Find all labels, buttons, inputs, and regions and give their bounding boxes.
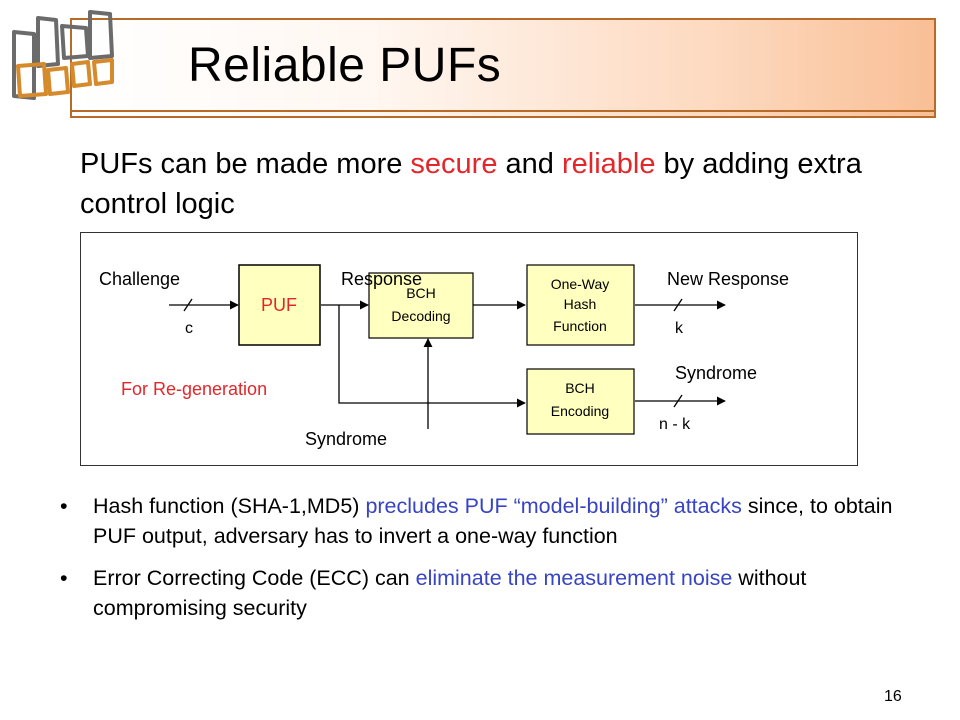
nk-label: n - k bbox=[659, 416, 691, 433]
bch-decoding-label-1: BCH bbox=[406, 285, 436, 301]
slide-title: Reliable PUFs bbox=[188, 39, 502, 92]
hash-label-3: Function bbox=[553, 318, 607, 334]
bullet-item: • Error Correcting Code (ECC) can elimin… bbox=[60, 563, 920, 623]
bch-decoding-box bbox=[368, 272, 474, 339]
bullet-text: without compromising security bbox=[93, 566, 807, 620]
subtitle-secure: secure bbox=[410, 148, 498, 180]
hash-label-1: One-Way bbox=[551, 276, 610, 292]
puf-box bbox=[238, 264, 321, 346]
bullet-highlight: eliminate the measurement noise bbox=[415, 566, 733, 590]
one-way-hash-box bbox=[526, 264, 635, 346]
subtitle: PUFs can be made more secure and reliabl… bbox=[80, 144, 900, 224]
c-label: c bbox=[185, 320, 193, 337]
bullet-marker: • bbox=[60, 494, 68, 518]
bullet-highlight: precludes PUF “model-building” attacks bbox=[365, 494, 742, 518]
bch-decoding-label-2: Decoding bbox=[391, 308, 450, 324]
title-bar bbox=[70, 18, 936, 118]
subtitle-reliable: reliable bbox=[561, 148, 656, 180]
syndrome-right-label: Syndrome bbox=[675, 363, 757, 383]
bch-encoding-label-2: Encoding bbox=[551, 403, 609, 419]
bullet-text: Error Correcting Code (ECC) can bbox=[93, 566, 416, 590]
subtitle-text-2: and bbox=[497, 148, 562, 180]
response-label: Response bbox=[341, 269, 422, 289]
bullet-marker: • bbox=[60, 566, 68, 590]
puf-block-diagram: Challenge Response New Response c k n - … bbox=[99, 264, 789, 449]
bus-slash-c bbox=[183, 298, 193, 312]
syndrome-bottom-label: Syndrome bbox=[305, 429, 387, 449]
regeneration-label: For Re-generation bbox=[121, 379, 267, 399]
puf-diagram: Challenge Response New Response c k n - … bbox=[80, 232, 858, 466]
page-number: 16 bbox=[884, 688, 902, 705]
bullet-list: • Hash function (SHA-1,MD5) precludes PU… bbox=[60, 491, 920, 635]
subtitle-text-3: by adding extra control logic bbox=[80, 148, 862, 220]
puf-box-label: PUF bbox=[261, 295, 297, 315]
building-logo-icon bbox=[12, 10, 114, 100]
challenge-label: Challenge bbox=[99, 269, 180, 289]
new-response-label: New Response bbox=[667, 269, 789, 289]
bullet-text: Hash function (SHA-1,MD5) bbox=[93, 494, 366, 518]
bch-encoding-box bbox=[526, 368, 635, 435]
bch-encoding-label-1: BCH bbox=[565, 380, 595, 396]
bus-slash-k bbox=[673, 298, 683, 312]
response-branch-line bbox=[338, 305, 526, 408]
hash-label-2: Hash bbox=[564, 296, 597, 312]
bullet-text: since, to obtain PUF output, adversary h… bbox=[93, 494, 893, 548]
bullet-item: • Hash function (SHA-1,MD5) precludes PU… bbox=[60, 491, 920, 551]
subtitle-text-1: PUFs can be made more bbox=[80, 148, 411, 180]
k-label: k bbox=[675, 320, 684, 337]
bus-slash-nk bbox=[673, 394, 683, 408]
